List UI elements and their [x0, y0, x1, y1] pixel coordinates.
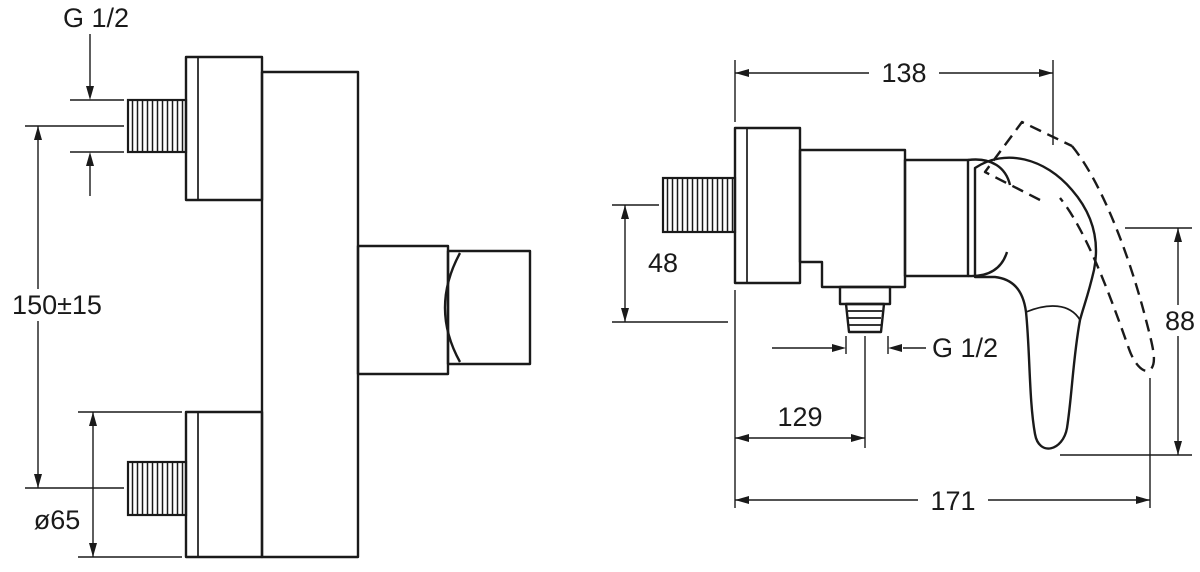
arrowheads [621, 205, 629, 322]
inlet-thread-side [661, 176, 737, 234]
dim-label-body-depth: 138 [881, 58, 926, 88]
dim-inlet-thread: G 1/2 [63, 3, 129, 196]
dim-label-outlet-projection: 129 [777, 402, 822, 432]
outlet-collar [838, 285, 892, 306]
lever-raised-knob-dashed [983, 120, 1073, 202]
inlet-thread-bottom [126, 460, 188, 517]
side-view-outline [661, 120, 1156, 450]
dim-lines [78, 411, 182, 558]
dim-lines [70, 34, 124, 196]
dim-inlet-outlet: 48 [612, 204, 728, 323]
dim-lines [1060, 227, 1192, 456]
dim-outlet-thread: G 1/2 [772, 333, 998, 448]
label-background [1157, 305, 1200, 336]
lever-handle [973, 156, 1098, 450]
dim-handle-height: 88 [1060, 227, 1200, 456]
outlet-thread [844, 302, 886, 334]
dim-lines [734, 290, 865, 508]
escutcheon-side [733, 126, 802, 285]
dim-label-outlet-thread: G 1/2 [932, 333, 998, 363]
cartridge-cap [967, 158, 1012, 278]
label-background [869, 56, 939, 88]
dim-label-overall-depth: 171 [930, 486, 975, 516]
valve-neck [356, 244, 450, 376]
arrowheads [832, 344, 902, 352]
label-background [2, 289, 112, 321]
dim-connection-spacing: 150±15 [2, 125, 124, 489]
dim-label-inlet-thread: G 1/2 [63, 3, 129, 33]
dim-label-connection-spacing: 150±15 [12, 290, 102, 320]
arrowheads [735, 434, 865, 442]
dim-lines [772, 336, 926, 448]
lever-grip-curve [443, 252, 462, 363]
side-view: 138 48 G 1/2 129 171 [612, 56, 1200, 516]
inlet-thread-top [126, 98, 188, 154]
front-view: G 1/2 150±15 ø65 [2, 3, 532, 559]
mixer-body-bar [260, 70, 360, 559]
outlet-thread-ridges [848, 310, 882, 326]
cartridge-housing [903, 158, 970, 278]
lever-raised-blade-dashed [1059, 145, 1156, 372]
lever-grip-end [446, 249, 532, 366]
dim-label-inlet-outlet: 48 [648, 248, 678, 278]
lever-handle-detail [1025, 305, 1081, 321]
dim-label-handle-height: 88 [1165, 306, 1195, 336]
dim-outlet-projection: 129 [734, 290, 865, 508]
dim-body-depth: 138 [734, 56, 1054, 145]
dim-overall-depth: 171 [735, 378, 1151, 516]
dim-lines [612, 204, 728, 323]
dim-escutcheon-diameter: ø65 [34, 411, 182, 558]
label-background [918, 485, 988, 516]
valve-body [798, 148, 907, 289]
front-view-outline [126, 55, 532, 559]
dim-label-escutcheon-diameter: ø65 [34, 505, 81, 535]
